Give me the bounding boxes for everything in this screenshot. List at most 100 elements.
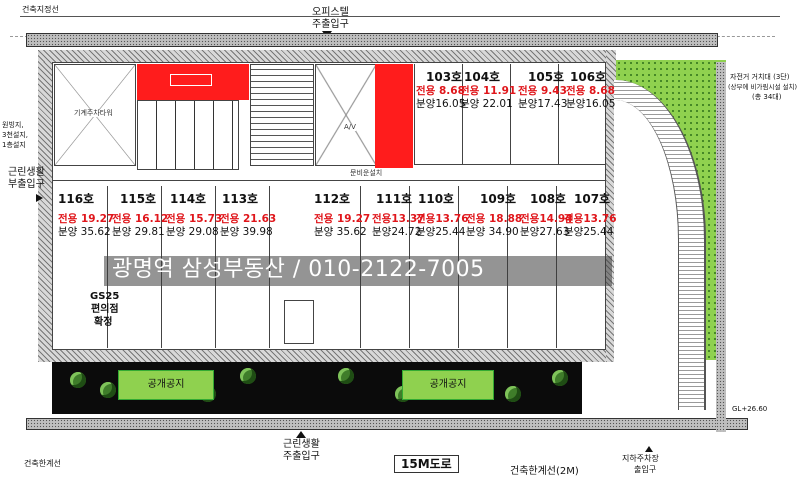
unit-114[interactable]: 114호 전용 15.73 분양 29.08 — [166, 192, 222, 239]
unit-112[interactable]: 112호 전용 19.27 분양 35.62 — [314, 192, 370, 239]
top-setback-line — [20, 16, 780, 17]
units-top-row — [414, 64, 606, 165]
bush-icon — [100, 382, 116, 398]
unit-sale-area: 분양 35.62 — [314, 226, 367, 239]
road-label: 15M도로 — [394, 455, 459, 473]
unit-sale-area: 분양16.05 — [416, 98, 466, 111]
right-boundary-strip — [716, 62, 726, 432]
parking-label-2: 출입구 — [634, 465, 657, 474]
unit-103[interactable]: 103호 전용 8.68 분양16.05 — [416, 70, 465, 111]
store-label-2: 편의점 — [91, 304, 119, 315]
unit-sale-area: 분양25.44 — [416, 226, 466, 239]
unit-105[interactable]: 105호 전용 9.43 분양17.43 — [518, 70, 567, 111]
unit-111[interactable]: 111호 전용13.37 분양24.72 — [372, 192, 425, 239]
reserved-area-top-label — [170, 74, 212, 86]
unit-106[interactable]: 106호 전용 8.68 분양16.05 — [566, 70, 615, 111]
av-label: A/V — [344, 123, 356, 131]
unit-exclusive-area: 전용 8.68 — [566, 85, 615, 97]
bush-icon — [552, 370, 568, 386]
top-sidewalk — [26, 33, 718, 47]
bottom-entrance-1: 근린생활 — [283, 439, 320, 450]
unit-number: 104호 — [464, 70, 501, 84]
unit-number: 107호 — [574, 192, 611, 206]
bottom-right-line-label: 건축한계선(2M) — [510, 466, 579, 477]
unit-number: 108호 — [530, 192, 567, 206]
building-wall-left — [38, 50, 52, 362]
unit-sale-area: 분양16.05 — [566, 98, 616, 111]
unit-number: 110호 — [418, 192, 455, 206]
left-note-3: 1층설지 — [2, 141, 26, 149]
unit-exclusive-area: 전용 19.27 — [58, 213, 115, 225]
unit-exclusive-area: 전용 18.88 — [466, 213, 523, 225]
unit-sale-area: 분양 29.81 — [112, 226, 165, 239]
elevator-core — [315, 64, 377, 166]
service-core — [137, 100, 239, 170]
unit-exclusive-area: 전용 19.27 — [314, 213, 371, 225]
store-label-1: GS25 — [90, 291, 120, 302]
bike-label-2: (상부에 비가림시설 설치) — [728, 83, 798, 91]
level-label: GL+26.60 — [732, 405, 768, 413]
unit-116[interactable]: 116호 전용 19.27 분양 35.62 — [58, 192, 114, 239]
unit-exclusive-area: 전용 9.43 — [518, 85, 567, 97]
unit-exclusive-area: 전용 8.68 — [416, 85, 465, 97]
unit-number: 109호 — [480, 192, 517, 206]
neighbor-entrance-1: 근린생활 — [8, 167, 45, 178]
unit-number: 115호 — [120, 192, 157, 206]
mech-parking-label: 기계주차타워 — [74, 109, 113, 117]
unit-sale-area: 분양 35.62 — [58, 226, 111, 239]
bike-label-3: (총 34대) — [752, 93, 782, 101]
building-wall-right — [606, 50, 616, 362]
stair-core — [250, 64, 314, 166]
building-wall-bottom — [38, 350, 610, 362]
unit-exclusive-area: 전용13.76 — [416, 213, 469, 225]
unit-exclusive-area: 전용13.37 — [372, 213, 425, 225]
unit-sale-area: 분양 22.01 — [460, 98, 513, 111]
unit-115[interactable]: 115호 전용 16.12 분양 29.81 — [112, 192, 168, 239]
neighbor-entrance-2: 부출입구 — [8, 179, 45, 190]
corridor-line — [52, 180, 606, 181]
unit-sale-area: 분양 39.98 — [220, 226, 273, 239]
unit-110[interactable]: 110호 전용13.76 분양25.44 — [416, 192, 469, 239]
unit-107[interactable]: 107호 전용13.76 분양25.44 — [564, 192, 617, 239]
left-note-2: 3천설지, — [2, 131, 28, 139]
parking-label-1: 지하주차장 — [622, 454, 659, 463]
unit-104[interactable]: 104호 전용 11.91 분양 22.01 — [460, 70, 516, 111]
bush-icon — [505, 386, 521, 402]
unit-exclusive-area: 전용14.94 — [520, 213, 573, 225]
unit-number: 112호 — [314, 192, 351, 206]
unit-sale-area: 분양 29.08 — [166, 226, 219, 239]
unit-sale-area: 분양 34.90 — [466, 226, 519, 239]
store-label-3: 확정 — [94, 317, 113, 328]
top-entrance-label-2: 주출입구 — [312, 19, 349, 30]
reserved-area-tall — [375, 64, 413, 168]
bush-icon — [338, 368, 354, 384]
unit-exclusive-area: 전용 21.63 — [220, 213, 277, 225]
unit-number: 111호 — [376, 192, 413, 206]
top-line-label: 건축지정선 — [22, 5, 59, 14]
unit-109[interactable]: 109호 전용 18.88 분양 34.90 — [466, 192, 522, 239]
building-wall-top — [38, 50, 610, 62]
bush-icon — [240, 368, 256, 384]
public-space-label-1: 공개공지 — [118, 370, 214, 400]
unit-number: 103호 — [426, 70, 463, 84]
unit-108[interactable]: 108호 전용14.94 분양27.63 — [520, 192, 573, 239]
unit-exclusive-area: 전용 16.12 — [112, 213, 169, 225]
unit-number: 105호 — [528, 70, 565, 84]
bush-icon — [70, 372, 86, 388]
unit-number: 106호 — [570, 70, 607, 84]
unit-113[interactable]: 113호 전용 21.63 분양 39.98 — [220, 192, 276, 239]
unit-number: 114호 — [170, 192, 207, 206]
unit-number: 113호 — [222, 192, 259, 206]
unit-number: 116호 — [58, 192, 95, 206]
bottom-entrance-2: 주출입구 — [283, 451, 320, 462]
top-entrance-label-1: 오피스텔 — [312, 7, 349, 18]
watermark-text: 광명역 삼성부동산 / 010-2122-7005 — [112, 257, 485, 282]
bottom-note-label: 문비운설치 — [350, 169, 383, 177]
unit-exclusive-area: 전용13.76 — [564, 213, 617, 225]
unit-exclusive-area: 전용 15.73 — [166, 213, 223, 225]
unit-sale-area: 분양27.63 — [520, 226, 570, 239]
bottom-sidewalk — [26, 418, 748, 430]
bottom-left-line-label: 건축한계선 — [24, 459, 61, 468]
public-space-label-2: 공개공지 — [402, 370, 494, 400]
neighbor-entrance-arrow-icon — [36, 194, 43, 202]
